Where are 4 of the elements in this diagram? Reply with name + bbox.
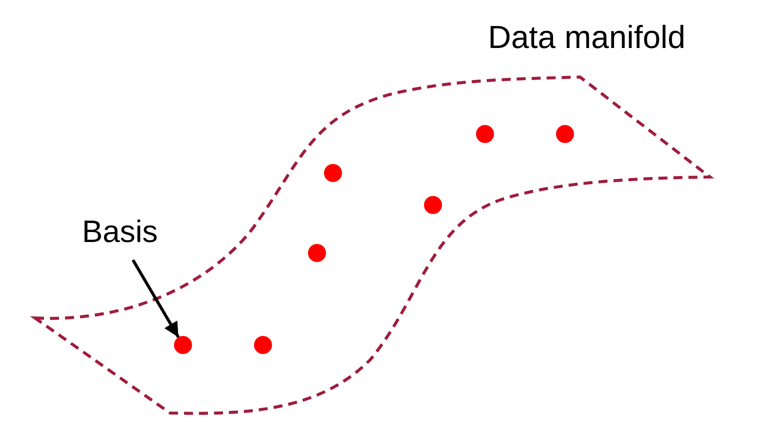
- data-point: [174, 336, 192, 354]
- basis-label: Basis: [82, 214, 158, 250]
- arrow: [132, 259, 180, 338]
- manifold-label: Data manifold: [488, 18, 686, 56]
